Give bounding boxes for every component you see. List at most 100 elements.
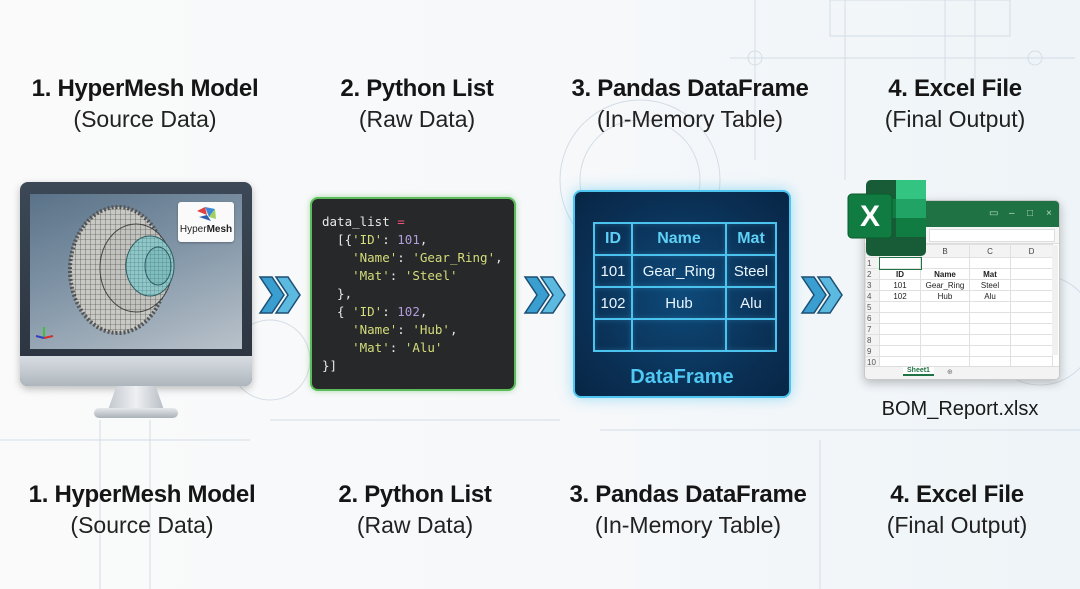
spreadsheet-row: 8: [865, 334, 1053, 346]
add-sheet-icon[interactable]: ⊕: [947, 369, 953, 376]
row-header[interactable]: 9: [865, 345, 880, 357]
hypermesh-logo: HyperMesh: [178, 202, 234, 242]
spreadsheet-cell[interactable]: [879, 323, 921, 335]
row-header[interactable]: 4: [865, 290, 880, 302]
table-row: [593, 318, 777, 352]
spreadsheet-cell[interactable]: [920, 334, 970, 346]
step-title: 1. HyperMesh Model: [28, 481, 256, 508]
spreadsheet-row: 6: [865, 312, 1053, 324]
row-header[interactable]: 8: [865, 334, 880, 346]
dataframe-header-row: ID Name Mat: [593, 222, 777, 256]
column-header[interactable]: B: [920, 244, 970, 258]
spreadsheet-cell[interactable]: [1010, 301, 1053, 313]
spreadsheet-cell[interactable]: [920, 323, 970, 335]
spreadsheet-cell[interactable]: [1010, 312, 1053, 324]
spreadsheet-cell[interactable]: [920, 257, 970, 269]
code-line: },: [322, 286, 353, 301]
step-subtitle: (Source Data): [73, 106, 217, 132]
step-subtitle: (Final Output): [884, 106, 1026, 132]
table-cell: [725, 318, 777, 352]
spreadsheet-cell[interactable]: [920, 301, 970, 313]
excel-app-icon: X: [847, 180, 926, 256]
row-header[interactable]: 3: [865, 279, 880, 291]
step-subtitle: (Source Data): [70, 512, 214, 538]
spreadsheet-cell[interactable]: [1010, 290, 1053, 302]
spreadsheet-cell[interactable]: 102: [879, 290, 921, 302]
sheet-tab[interactable]: Sheet1: [903, 367, 934, 376]
restore-layout-icon[interactable]: ▭: [989, 208, 999, 219]
step-1-label-bottom: 1. HyperMesh Model (Source Data): [0, 480, 292, 540]
spreadsheet-cell[interactable]: ID: [879, 268, 921, 280]
spreadsheet-cell[interactable]: [879, 334, 921, 346]
spreadsheet-cell[interactable]: Steel: [969, 279, 1011, 291]
spreadsheet-row: 10: [865, 356, 1053, 368]
step-subtitle: (In-Memory Table): [594, 512, 782, 538]
spreadsheet-cell[interactable]: [969, 334, 1011, 346]
step-title: 2. Python List: [340, 75, 494, 102]
column-header[interactable]: C: [969, 244, 1011, 258]
table-cell: Gear_Ring: [631, 254, 727, 288]
dataframe-caption: DataFrame: [630, 366, 734, 388]
spreadsheet-cell[interactable]: [969, 323, 1011, 335]
spreadsheet-cell[interactable]: [969, 257, 1011, 269]
table-cell: [593, 318, 633, 352]
formula-input[interactable]: [929, 229, 1055, 242]
spreadsheet-cell[interactable]: [879, 301, 921, 313]
spreadsheet-cell[interactable]: Gear_Ring: [920, 279, 970, 291]
spreadsheet-row: 7: [865, 323, 1053, 335]
step-subtitle: (Raw Data): [358, 106, 476, 132]
spreadsheet-cell[interactable]: 101: [879, 279, 921, 291]
vertical-scrollbar[interactable]: [1052, 245, 1058, 355]
monitor-chin: [20, 356, 252, 386]
spreadsheet-cell[interactable]: [879, 312, 921, 324]
spreadsheet-cell[interactable]: [920, 345, 970, 357]
spreadsheet-cell[interactable]: [969, 312, 1011, 324]
code-line: { 'ID': 102,: [322, 304, 428, 319]
spreadsheet-cell[interactable]: [1010, 268, 1053, 280]
maximize-icon[interactable]: □: [1027, 208, 1034, 219]
close-icon[interactable]: ×: [1046, 208, 1052, 219]
spreadsheet-cell[interactable]: Alu: [969, 290, 1011, 302]
spreadsheet-cell[interactable]: [920, 312, 970, 324]
spreadsheet-cell[interactable]: Name: [920, 268, 970, 280]
step-3-label-top: 3. Pandas DataFrame (In-Memory Table): [540, 74, 840, 134]
code-line: data_list =: [322, 214, 405, 229]
row-header[interactable]: 1: [865, 257, 880, 269]
spreadsheet-cell[interactable]: [1010, 323, 1053, 335]
sheet-tabs-bar: Sheet1 ⊕: [865, 366, 1059, 379]
column-header: Mat: [725, 222, 777, 256]
row-header[interactable]: 2: [865, 268, 880, 280]
step-subtitle: (Final Output): [886, 512, 1028, 538]
row-header[interactable]: 5: [865, 301, 880, 313]
spreadsheet-cell[interactable]: [878, 256, 922, 270]
spreadsheet-cell[interactable]: [969, 301, 1011, 313]
spreadsheet-cell[interactable]: [1010, 257, 1053, 269]
table-cell: 102: [593, 286, 633, 320]
excel-window: ▭ – □ × ✕ ✓ fx B C D 12IDNameMat3101Gear…: [864, 200, 1060, 380]
flow-arrow-3-icon: [800, 276, 843, 314]
spreadsheet-cell[interactable]: [1010, 345, 1053, 357]
step-title: 1. HyperMesh Model: [31, 75, 259, 102]
minimize-icon[interactable]: –: [1009, 208, 1015, 219]
table-cell: [631, 318, 727, 352]
row-header[interactable]: 6: [865, 312, 880, 324]
monitor-base: [94, 408, 178, 418]
step-1-label-top: 1. HyperMesh Model (Source Data): [0, 74, 295, 134]
row-header[interactable]: 7: [865, 323, 880, 335]
step-subtitle: (In-Memory Table): [596, 106, 784, 132]
spreadsheet-cell[interactable]: [879, 345, 921, 357]
logo-text-bold: Mesh: [206, 224, 233, 235]
spreadsheet-cell[interactable]: Mat: [969, 268, 1011, 280]
column-header[interactable]: D: [1010, 244, 1053, 258]
spreadsheet-cell[interactable]: [969, 345, 1011, 357]
spreadsheet-cell[interactable]: [1010, 334, 1053, 346]
spreadsheet-cell[interactable]: Hub: [920, 290, 970, 302]
step-4-label-top: 4. Excel File (Final Output): [805, 74, 1080, 134]
step-title: 3. Pandas DataFrame: [569, 481, 807, 508]
logo-text-prefix: Hyper: [179, 224, 207, 235]
spreadsheet-cell[interactable]: [1010, 279, 1053, 291]
step-title: 3. Pandas DataFrame: [571, 75, 809, 102]
